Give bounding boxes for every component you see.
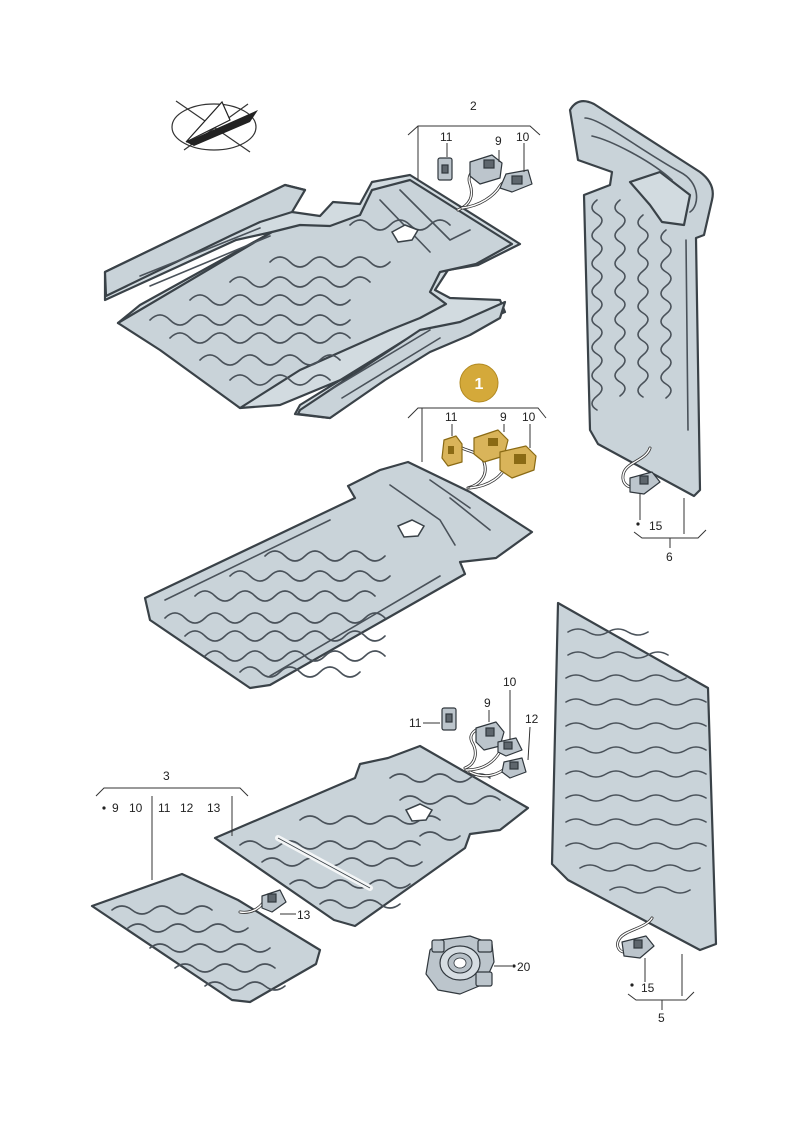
group-6-callout: 15 6	[633, 494, 707, 564]
part-label-11: 11	[445, 410, 458, 424]
part-label-20: 20	[517, 960, 531, 974]
connector-icon	[501, 757, 527, 779]
group-label-2: 2	[470, 99, 477, 113]
part-label-11: 11	[158, 801, 171, 815]
switch-module-icon	[425, 935, 495, 995]
part-label-11: 11	[440, 130, 453, 144]
part-label-12: 12	[525, 712, 539, 726]
connector-icon	[497, 737, 523, 757]
front-mat-callout: 13	[280, 908, 311, 922]
highlight-badge[interactable]: 1	[459, 363, 499, 403]
group-label-3: 3	[163, 769, 170, 783]
connector-icon	[261, 889, 287, 913]
part-label-15: 15	[641, 981, 655, 995]
part-label-10: 10	[129, 801, 143, 815]
heating-mat-seat-lower	[213, 744, 530, 928]
switch-callout: 20	[494, 960, 531, 974]
part-label-13: 13	[297, 908, 311, 922]
connector-icon	[441, 435, 463, 467]
connector-icon	[437, 157, 453, 181]
connector-icon	[621, 935, 655, 959]
connector-icon	[469, 154, 503, 185]
group-1-callout: 11 9 10	[407, 407, 547, 462]
part-label-10: 10	[516, 130, 530, 144]
part-label-13: 13	[207, 801, 221, 815]
lower-mat-callout: 11 9 10 12	[409, 675, 539, 761]
heating-mat-backrest-top	[568, 99, 714, 498]
connector-icon	[499, 445, 537, 479]
connector-icon	[499, 169, 533, 193]
part-label-9: 9	[484, 696, 491, 710]
heating-mat-front	[90, 872, 322, 1004]
group-label-6: 6	[666, 550, 673, 564]
part-label-9: 9	[495, 134, 502, 148]
heating-mat-backrest-bottom	[550, 601, 718, 952]
connector-icon	[629, 471, 661, 495]
part-label-11: 11	[409, 716, 422, 730]
heating-mat-seat-top	[103, 173, 522, 420]
heating-mat-seat-middle	[143, 460, 534, 690]
group-5-callout: 15 5	[627, 954, 695, 1025]
group-2-callout: 2 11 9 10	[407, 99, 541, 180]
part-label-15: 15	[649, 519, 663, 533]
part-label-10: 10	[503, 675, 517, 689]
connector-icon	[441, 707, 457, 731]
badge-label: 1	[475, 376, 484, 393]
part-label-9: 9	[112, 801, 119, 815]
part-label-12: 12	[180, 801, 194, 815]
part-label-10: 10	[522, 410, 536, 424]
part-label-9: 9	[500, 410, 507, 424]
group-label-5: 5	[658, 1011, 665, 1025]
orientation-arrow-icon	[171, 100, 258, 153]
group-3-callout: 3 9 10 11 12 13	[95, 769, 249, 880]
